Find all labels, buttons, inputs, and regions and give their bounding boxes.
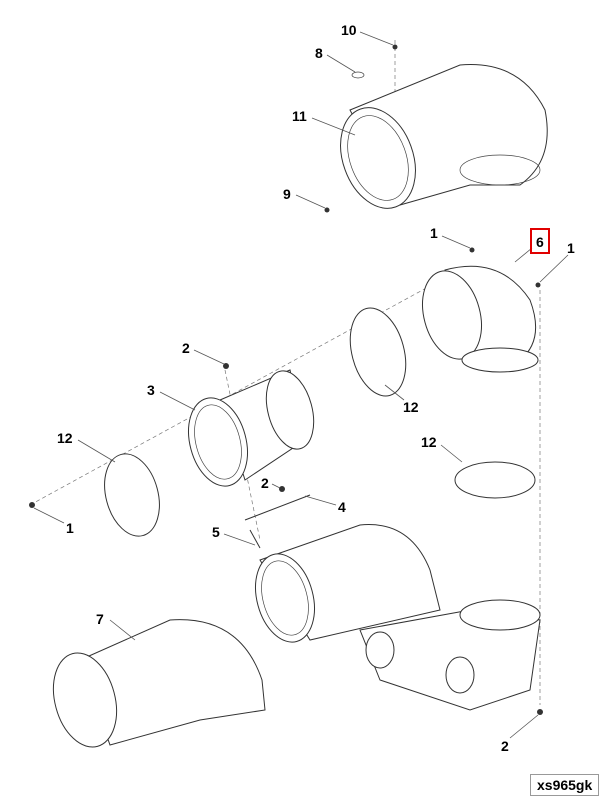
callout-6-highlighted[interactable]: 6 [536,234,544,250]
callout-10[interactable]: 10 [341,22,357,38]
lower-bellows-assembly [255,524,541,711]
nut-part-2 [223,363,229,369]
callout-1[interactable]: 1 [567,240,575,256]
callout-highlight-box [530,228,550,254]
leader-lines [33,31,569,739]
callout-12[interactable]: 12 [403,399,419,415]
clip-part-8 [351,71,365,79]
callout-11[interactable]: 11 [292,108,307,124]
callout-1[interactable]: 1 [430,225,438,241]
callout-5[interactable]: 5 [212,524,220,540]
callout-9[interactable]: 9 [283,186,291,202]
nut-part-10 [392,44,398,50]
gasket-part-12 [104,453,160,537]
elbow-part-11 [340,64,548,209]
callout-12[interactable]: 12 [421,434,437,450]
callout-3[interactable]: 3 [147,382,155,398]
nut-part-2 [279,486,285,492]
elbow-part-7 [52,619,266,748]
gasket-part-12 [349,307,407,397]
gasket-part-12 [454,461,536,499]
callout-1[interactable]: 1 [66,520,74,536]
bolt-part-1 [469,247,475,253]
callout-7[interactable]: 7 [96,611,104,627]
bolt-part-1 [535,282,541,288]
bellows-part-3 [188,369,315,487]
callout-2[interactable]: 2 [261,475,269,491]
callout-2[interactable]: 2 [182,340,190,356]
callout-4[interactable]: 4 [338,499,346,515]
bolt-part-1 [29,502,35,508]
callout-8[interactable]: 8 [315,45,323,61]
nut-part-9 [324,207,330,213]
rod-part-4 [244,494,311,521]
nut-part-2 [537,709,543,715]
diagram-code-label: xs965gk [530,774,600,796]
callout-2[interactable]: 2 [501,738,509,754]
elbow-part-6 [422,265,539,373]
bolt-part-5 [249,529,261,549]
callout-12[interactable]: 12 [57,430,73,446]
